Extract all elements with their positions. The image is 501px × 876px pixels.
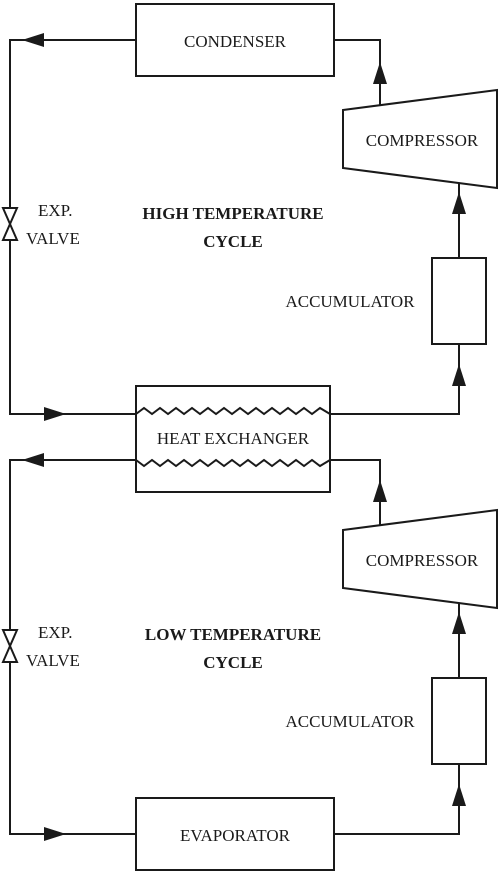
high-compressor-shape [342,88,498,190]
low-accumulator-box [431,677,487,765]
high-exp-valve-label-1: EXP. [38,201,72,220]
heat-exchanger-box [135,385,331,493]
low-cycle-pipe-left [9,459,136,835]
evaporator-box [135,797,335,871]
low-arrow-right-evaporator [44,827,66,841]
low-cycle-pipe-accumulator-to-evaporator [334,764,460,835]
high-cycle-title-line1: HIGH TEMPERATURE [142,204,323,223]
high-cycle-pipe-accumulator-to-hx [330,344,460,415]
low-arrow-left-top [22,453,44,467]
low-cycle-title-line1: LOW TEMPERATURE [145,625,321,644]
high-cycle-title-line2: CYCLE [203,232,263,251]
high-arrow-right-hx [44,407,66,421]
condenser-label: CONDENSER [184,32,287,51]
low-cycle-title-line2: CYCLE [203,653,263,672]
low-arrow-up-accumulator [452,784,466,806]
low-arrow-up-hx-compressor [373,480,387,502]
high-accumulator-box [431,257,487,345]
high-accumulator-label: ACCUMULATOR [285,292,415,311]
heat-exchanger-coil-bottom [135,458,331,468]
high-exp-valve-icon [1,207,19,241]
high-exp-valve-label-2: VALVE [26,229,80,248]
low-exp-valve-label-2: VALVE [26,651,80,670]
high-compressor-label: COMPRESSOR [366,131,479,150]
low-compressor-label: COMPRESSOR [366,551,479,570]
high-arrow-up-condenser-compressor [373,62,387,84]
low-exp-valve-icon [1,629,19,663]
low-arrow-up-compressor [452,612,466,634]
evaporator-label: EVAPORATOR [180,826,291,845]
condenser-box [135,3,335,77]
high-cycle-pipe-left [9,39,136,415]
high-arrow-up-accumulator [452,364,466,386]
heat-exchanger-label: HEAT EXCHANGER [157,429,310,448]
low-accumulator-label: ACCUMULATOR [285,712,415,731]
high-arrow-left-top [22,33,44,47]
heat-exchanger-coil-top [135,406,331,416]
high-arrow-up-compressor [452,192,466,214]
high-cycle-pipe-condenser-to-compressor [334,39,381,110]
low-cycle-pipe-hx-to-compressor [330,459,381,530]
low-exp-valve-label-1: EXP. [38,623,72,642]
low-compressor-shape [342,508,498,610]
